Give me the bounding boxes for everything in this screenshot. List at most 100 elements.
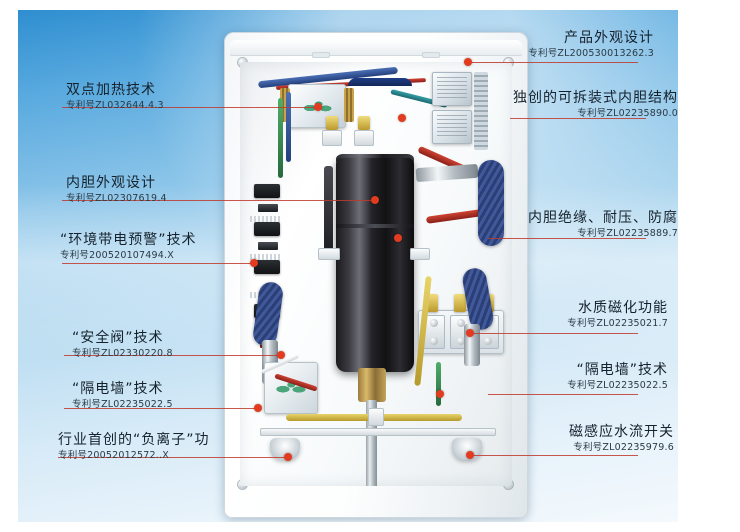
callout-patent: 专利号ZL02307619.4 <box>66 193 167 205</box>
callout-label-right-4: 水质磁化功能 专利号ZL02235021.7 <box>567 300 668 330</box>
leader-line <box>470 333 638 334</box>
callout-title: “隔电墙”技术 <box>72 381 164 397</box>
callout-patent: 专利号ZL02235889.7 <box>577 228 678 240</box>
leader-line <box>62 107 318 108</box>
callout-patent: 专利号200520107494.X <box>60 250 174 262</box>
component <box>258 204 278 212</box>
transformer-coil <box>280 88 290 122</box>
callout-patent: 专利号ZL200530013262.3 <box>528 48 654 60</box>
callout-label-left-2: 内胆外观设计 专利号ZL02307619.4 <box>66 175 167 205</box>
transformer-coil <box>344 88 354 122</box>
callout-label-left-5: “隔电墙”技术 专利号ZL02235022.5 <box>72 381 173 411</box>
leader-line <box>488 394 638 395</box>
wire-navy-loop <box>348 78 412 86</box>
pipe-saddle <box>368 408 384 426</box>
terminal-nut <box>454 294 466 312</box>
callout-dot <box>277 351 285 359</box>
wire-ground-green <box>278 98 283 178</box>
callout-dot <box>466 451 474 459</box>
terminal-cell <box>423 315 445 349</box>
heater-casing <box>224 32 528 518</box>
heater-interior-assembly <box>240 62 512 486</box>
callout-label-left-6: 行业首创的“负离子”功 专利号20052012572..X <box>58 432 210 462</box>
callout-dot <box>394 234 402 242</box>
callout-patent: 专利号ZL02235979.6 <box>573 442 674 454</box>
bottom-rail <box>260 428 496 436</box>
heatsink <box>474 72 488 150</box>
callout-dot <box>284 453 292 461</box>
callout-label-right-1: 产品外观设计 专利号ZL200530013262.3 <box>528 30 654 60</box>
callout-patent: 专利号ZL02330220.8 <box>72 348 173 360</box>
pin-header <box>250 254 280 260</box>
tank-outlet-pipe <box>366 400 377 486</box>
callout-title: “隔电墙”技术 <box>576 362 668 378</box>
leader-line <box>64 408 258 409</box>
tank-band <box>336 224 414 228</box>
magnetizer-tube <box>415 163 479 183</box>
callout-label-left-4: “安全阀”技术 专利号ZL02330220.8 <box>72 330 173 360</box>
callout-label-left-3: “环境带电预警”技术 专利号200520107494.X <box>60 232 197 262</box>
callout-dot <box>254 404 262 412</box>
capacitor <box>254 184 280 198</box>
leader-line <box>488 238 646 239</box>
inner-tank <box>336 158 414 372</box>
tank-side-rod <box>324 166 333 258</box>
leader-line <box>62 263 254 264</box>
inlet-hose-right <box>478 160 504 246</box>
callout-title: 行业首创的“负离子”功 <box>58 432 210 448</box>
wire-green-lower <box>436 362 441 406</box>
callout-title: 磁感应水流开关 <box>569 424 674 440</box>
callout-title: 双点加热技术 <box>66 82 156 98</box>
terminal-nut <box>358 116 370 130</box>
relay-vents <box>437 77 467 101</box>
callout-title: 内胆绝缘、耐压、防腐 <box>528 210 678 226</box>
callout-label-right-5: “隔电墙”技术 专利号ZL02235022.5 <box>567 362 668 392</box>
water-heater-product-photo <box>224 32 528 522</box>
casing-clip <box>422 52 440 58</box>
callout-patent: 专利号ZL02235021.7 <box>567 318 668 330</box>
relay-module <box>432 72 472 106</box>
tank-clamp <box>318 248 340 260</box>
casing-clip <box>312 52 330 58</box>
tank-outlet-neck <box>358 368 386 402</box>
callout-label-right-6: 磁感应水流开关 专利号ZL02235979.6 <box>569 424 674 454</box>
callout-patent: 专利号ZL032644.4.3 <box>66 100 164 112</box>
capacitor <box>254 222 280 236</box>
relay-module <box>432 110 472 144</box>
capacitor <box>254 260 280 274</box>
blue-background-canvas <box>18 10 678 522</box>
component <box>258 242 278 250</box>
wire-blue-vertical <box>286 92 291 162</box>
mount-foot <box>270 438 300 460</box>
callout-patent: 专利号ZL02235022.5 <box>72 399 173 411</box>
casing-top-lip <box>230 40 522 56</box>
leader-line <box>58 457 288 458</box>
callout-title: “安全阀”技术 <box>72 330 164 346</box>
callout-dot <box>464 58 472 66</box>
callout-label-right-3: 内胆绝缘、耐压、防腐 专利号ZL02235889.7 <box>528 210 678 240</box>
callout-dot <box>466 329 474 337</box>
tank-clamp <box>410 248 430 260</box>
callout-dot <box>436 390 444 398</box>
callout-title: “环境带电预警”技术 <box>60 232 197 248</box>
leader-line <box>468 62 638 63</box>
callout-title: 产品外观设计 <box>564 30 654 46</box>
callout-label-left-1: 双点加热技术 专利号ZL032644.4.3 <box>66 82 164 112</box>
callout-patent: 专利号ZL02235890.0 <box>577 108 678 120</box>
callout-title: 独创的可拆装式内胆结构 <box>513 90 678 106</box>
callout-dot <box>371 196 379 204</box>
callout-title: 内胆外观设计 <box>66 175 156 191</box>
pin-header <box>250 216 280 222</box>
callout-dot <box>314 103 322 111</box>
leader-line <box>470 455 638 456</box>
callout-patent: 专利号20052012572..X <box>58 450 169 462</box>
callout-dot <box>398 114 406 122</box>
callout-dot <box>250 259 258 267</box>
callout-label-right-2: 独创的可拆装式内胆结构 专利号ZL02235890.0 <box>513 90 678 120</box>
leader-line <box>510 118 646 119</box>
terminal-bracket <box>322 130 342 146</box>
mount-foot <box>452 438 482 460</box>
callout-patent: 专利号ZL02235022.5 <box>567 380 668 392</box>
callout-title: 水质磁化功能 <box>578 300 668 316</box>
